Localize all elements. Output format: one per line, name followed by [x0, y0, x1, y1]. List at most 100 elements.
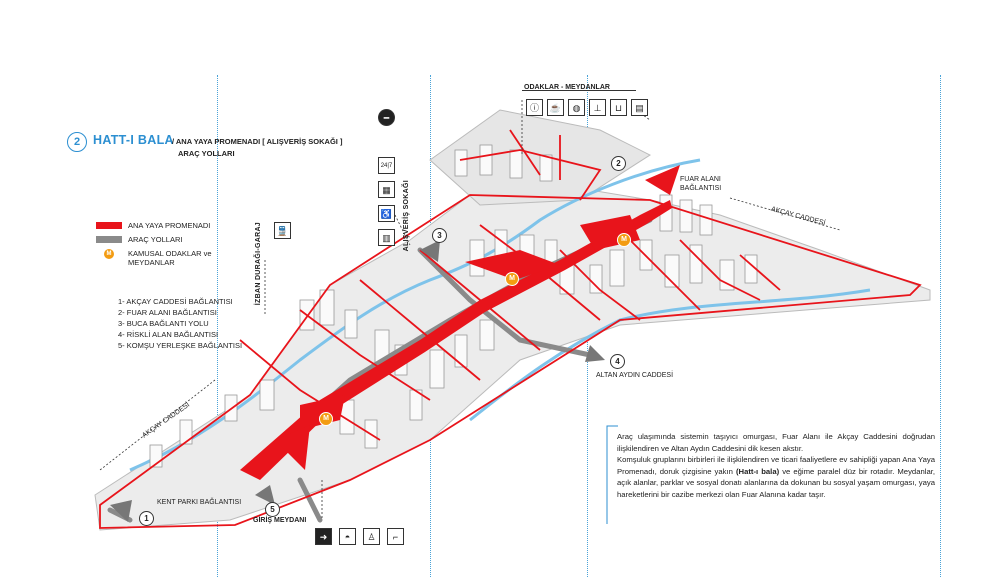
metro-focus-icon: M — [319, 412, 333, 426]
legend-item: ARAÇ YOLLARI — [96, 235, 182, 244]
metro-focus-icon: M — [617, 233, 631, 247]
building — [344, 309, 358, 339]
drink-icon: ▥ — [378, 229, 395, 246]
connection-number-2: 2 — [611, 156, 626, 171]
paragraph-emphasis: (Hatt-ı bala) — [735, 466, 780, 476]
kent-parki-label: KENT PARKI BAĞLANTISI — [157, 499, 242, 506]
metro-focus-icon: M — [104, 249, 114, 259]
paragraph: Araç ulaşımında sistemin taşıyıcı omurga… — [617, 432, 935, 453]
paragraph-bracket — [606, 425, 618, 524]
main-promenade — [465, 250, 560, 280]
legend-swatch-red — [96, 222, 122, 229]
leader-line — [729, 197, 841, 231]
connection-number-4: 4 — [610, 354, 625, 369]
altan-label: ALTAN AYDIN CADDESİ — [596, 372, 674, 379]
building — [429, 349, 445, 389]
vehicle-road — [417, 247, 593, 358]
mall-icon: ▤ — [631, 99, 648, 116]
paragraph: Komşuluk gruplarını birbirleri ile ilişk… — [617, 454, 935, 500]
connection-list: 1- AKÇAY CADDESİ BAĞLANTISI 2- FUAR ALAN… — [118, 296, 242, 351]
list-item: 5- KOMŞU YERLEŞKE BAĞLANTISI — [118, 341, 243, 350]
fuar-label: FUAR ALANI BAĞLANTISI — [680, 176, 722, 192]
train-icon: 🚆 — [274, 222, 291, 239]
section-number: 2 — [67, 132, 87, 152]
promenade-link — [239, 339, 381, 441]
connection-number-1: 1 — [139, 511, 154, 526]
building — [509, 149, 523, 179]
tap-icon: ⌐ — [387, 528, 404, 545]
paragraph-part: Komşuluk gruplarını birbirleri ile ilişk… — [617, 455, 935, 476]
promenade-link — [619, 229, 701, 311]
connection-number-3: 3 — [432, 228, 447, 243]
dining-icon: ⊥ — [589, 99, 606, 116]
arrow-sign-icon: ➜ — [315, 528, 332, 545]
fuar-arrow — [645, 165, 680, 195]
promenade-link — [299, 309, 431, 401]
connection-number-5: 5 — [265, 502, 280, 517]
promenade-link — [359, 279, 481, 381]
river — [129, 158, 701, 472]
legend-item: M KAMUSAL ODAKLAR ve MEYDANLAR — [96, 249, 218, 267]
alisveris-label: ALIŞVERİŞ SOKAĞI — [403, 180, 410, 252]
vehicle-road — [297, 477, 323, 523]
main-promenade — [240, 200, 672, 480]
gray-arrow — [110, 500, 132, 522]
seat-icon: ♙ — [363, 528, 380, 545]
guide-line — [940, 75, 941, 577]
building — [479, 144, 493, 176]
entry-arrow — [275, 425, 310, 470]
description: Araç ulaşımında sistemin taşıyıcı omurga… — [617, 431, 935, 500]
atm-icon: ▦ — [378, 181, 395, 198]
building — [609, 249, 625, 287]
building — [589, 264, 603, 294]
promenade-loop — [99, 194, 922, 529]
guide-line — [217, 75, 218, 577]
leader-line — [99, 379, 216, 471]
izban-label: İZBAN DURAĞI-GARAJ — [255, 222, 262, 306]
list-item: 2- FUAR ALANI BAĞLANTISI — [118, 308, 217, 317]
odaklar-label: ODAKLAR - MEYDANLAR — [524, 84, 610, 91]
giris-label: GİRİŞ MEYDANI — [253, 517, 307, 524]
gray-arrow — [420, 240, 440, 262]
building — [479, 319, 495, 351]
accessible-icon: ♿ — [378, 205, 395, 222]
legend-swatch-gray — [96, 236, 122, 243]
open-24-icon: 24|7 — [378, 157, 395, 174]
building — [259, 379, 275, 411]
coffee-icon: ☕ — [547, 99, 564, 116]
paragraph-part: ve eğime paralel düz bir rotadır. Meydan… — [617, 466, 936, 499]
no-entry-icon: ━ — [378, 109, 395, 126]
metro-focus-icon: M — [505, 272, 519, 286]
legend-item: ANA YAYA PROMENADI — [96, 221, 210, 230]
subtitle-line: ARAÇ YOLLARI — [178, 149, 235, 158]
building — [689, 244, 703, 284]
fastfood-icon: ◍ — [568, 99, 585, 116]
page-subtitle: / ANA YAYA PROMENADI [ ALIŞVERİŞ SOKAĞI … — [172, 136, 342, 160]
food-icon: ◓ — [339, 528, 356, 545]
building — [699, 204, 713, 236]
gray-arrow — [585, 345, 605, 362]
building — [454, 334, 468, 368]
building — [454, 149, 468, 177]
page-title: HATT-I BALA — [93, 133, 174, 147]
info-icon: ⓘ — [526, 99, 543, 116]
list-item: 4- RİSKLİ ALAN BAĞLANTISI — [118, 330, 219, 339]
subtitle-line: / ANA YAYA PROMENADI [ ALIŞVERİŞ SOKAĞI … — [172, 137, 343, 146]
legend-label: KAMUSAL ODAKLAR ve MEYDANLAR — [128, 249, 212, 267]
list-item: 1- AKÇAY CADDESİ BAĞLANTISI — [118, 297, 233, 306]
legend-label: ARAÇ YOLLARI — [128, 235, 183, 244]
gray-arrow — [255, 485, 275, 505]
promenade-link — [509, 129, 541, 176]
restaurant-icon: ⊔ — [610, 99, 627, 116]
promenade-link — [739, 254, 781, 291]
building — [179, 419, 193, 445]
promenade-link — [679, 239, 761, 301]
odaklar-bracket — [522, 90, 636, 91]
building — [679, 199, 693, 233]
legend-label: ANA YAYA PROMENADI — [128, 221, 211, 230]
building — [469, 239, 485, 277]
building — [539, 154, 553, 182]
leader-line — [394, 214, 411, 246]
list-item: 3- BUCA BAĞLANTI YOLU — [118, 319, 209, 328]
